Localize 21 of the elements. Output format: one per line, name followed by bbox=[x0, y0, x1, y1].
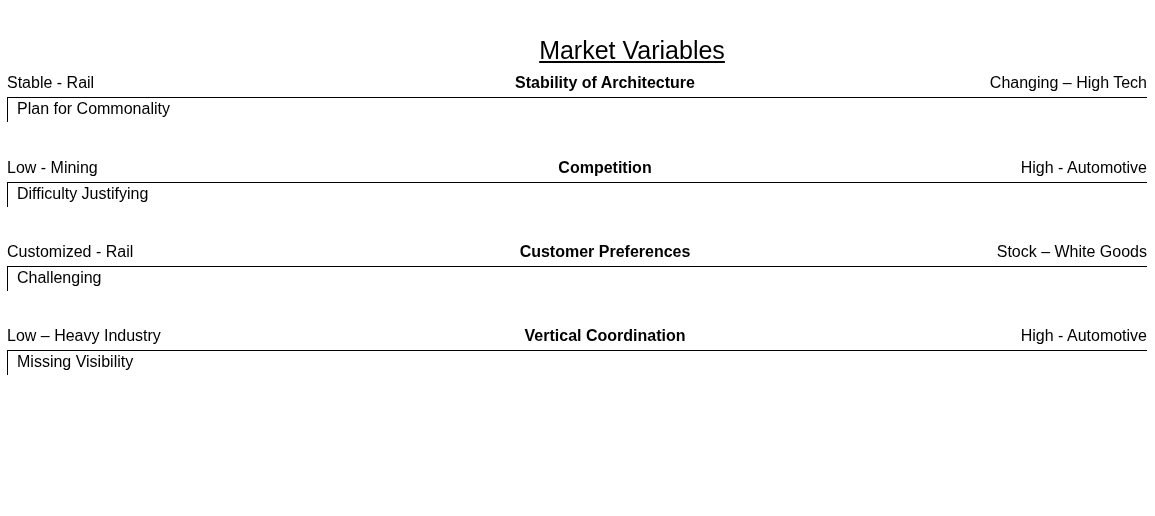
variable-heading: Customer Preferences bbox=[519, 242, 691, 262]
bracket-bar bbox=[7, 266, 1147, 291]
bracket-bar bbox=[7, 350, 1147, 375]
bar-text: Challenging bbox=[17, 269, 102, 287]
high-end-label: Stock – White Goods bbox=[996, 242, 1147, 262]
low-end-label: Low – Heavy Industry bbox=[7, 326, 161, 346]
bracket-bar bbox=[7, 182, 1147, 207]
high-end-label: High - Automotive bbox=[1020, 326, 1147, 346]
title: Market Variables bbox=[539, 36, 725, 65]
bracket-bar bbox=[7, 97, 1147, 122]
bar-text: Difficulty Justifying bbox=[17, 185, 149, 203]
bar-text: Plan for Commonality bbox=[17, 100, 170, 118]
high-end-label: High - Automotive bbox=[1020, 158, 1147, 178]
high-end-label: Changing – High Tech bbox=[989, 73, 1147, 93]
variable-heading: Stability of Architecture bbox=[515, 73, 695, 93]
variable-heading: Competition bbox=[558, 158, 652, 178]
bar-text: Missing Visibility bbox=[17, 353, 134, 371]
variable-heading: Vertical Coordination bbox=[524, 326, 686, 346]
low-end-label: Low - Mining bbox=[7, 158, 98, 178]
low-end-label: Stable - Rail bbox=[7, 73, 95, 93]
low-end-label: Customized - Rail bbox=[7, 242, 134, 262]
